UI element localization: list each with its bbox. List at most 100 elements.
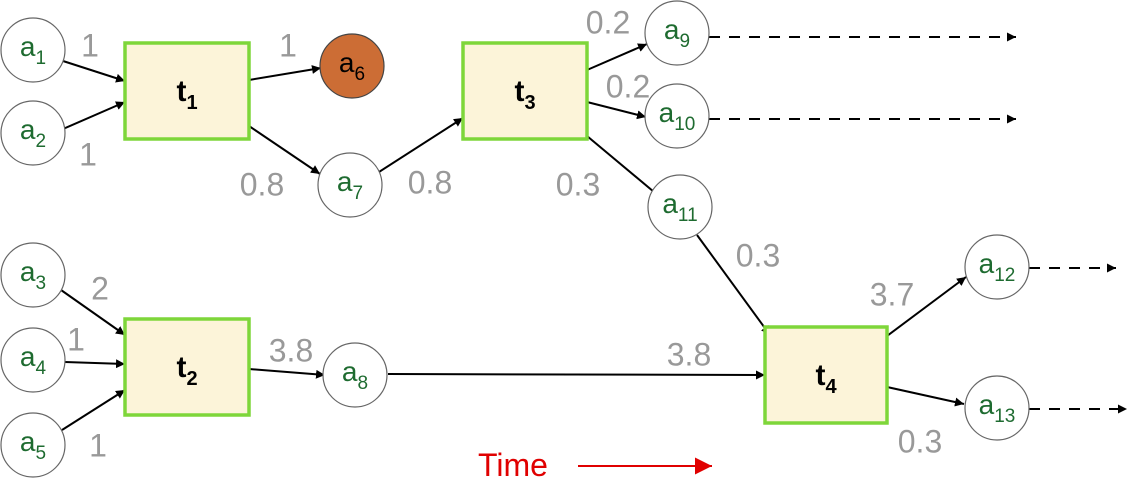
transaction-box-t3 xyxy=(461,41,589,141)
edge-t3-a10 xyxy=(586,101,647,120)
asset-node-a10 xyxy=(644,83,710,149)
asset-subscript: 4 xyxy=(36,358,47,379)
time-label: Time xyxy=(478,447,548,480)
asset-label-a11: a11 xyxy=(662,188,697,226)
weight-label-t1-a6: 1 xyxy=(279,27,297,63)
weight-label-t3-a9: 0.2 xyxy=(586,4,630,40)
asset-node-a5 xyxy=(0,412,66,478)
asset-label-a1: a1 xyxy=(20,31,46,69)
edge-t1-a6 xyxy=(248,65,322,81)
transaction-box-t4 xyxy=(763,325,889,425)
asset-label-a13: a13 xyxy=(979,389,1016,427)
transaction-letter: t xyxy=(176,75,186,108)
asset-subscript: 6 xyxy=(355,64,366,85)
weight-label-a4-t2: 1 xyxy=(67,321,85,357)
asset-label-a6: a6 xyxy=(339,47,365,85)
transaction-subscript: 2 xyxy=(186,368,197,390)
transaction-letter: t xyxy=(514,75,524,108)
asset-letter: a xyxy=(659,97,675,128)
transaction-subscript: 4 xyxy=(825,376,837,398)
asset-letter: a xyxy=(20,426,36,457)
asset-subscript: 9 xyxy=(680,31,691,52)
edge-a5-t2 xyxy=(61,389,126,431)
weight-label-a8-t4: 3.8 xyxy=(667,336,711,372)
edge-a1-t1 xyxy=(62,60,126,83)
asset-label-a5: a5 xyxy=(20,426,46,464)
asset-node-a3 xyxy=(0,242,66,308)
asset-node-a12 xyxy=(964,234,1030,300)
asset-node-a7 xyxy=(317,152,383,218)
asset-a10: a10 xyxy=(644,83,710,149)
transaction-label-t1: t1 xyxy=(176,75,197,114)
asset-letter: a xyxy=(662,188,678,219)
asset-letter: a xyxy=(20,114,36,145)
asset-subscript: 10 xyxy=(674,114,695,135)
edge-t4-a13 xyxy=(886,386,965,407)
asset-a4: a4 xyxy=(0,327,66,393)
asset-label-a9: a9 xyxy=(664,14,690,52)
transaction-subscript: 1 xyxy=(186,92,197,114)
asset-letter: a xyxy=(342,356,358,387)
weight-label-a3-t2: 2 xyxy=(91,270,109,306)
asset-a13: a13 xyxy=(964,375,1030,441)
weight-label-a2-t1: 1 xyxy=(79,136,97,172)
asset-label-a7: a7 xyxy=(337,166,363,204)
asset-a11: a11 xyxy=(647,174,713,240)
asset-a3: a3 xyxy=(0,242,66,308)
asset-label-a4: a4 xyxy=(20,341,47,379)
asset-letter: a xyxy=(979,248,995,279)
asset-a1: a1 xyxy=(0,17,66,83)
weight-label-t4-a13: 0.3 xyxy=(898,423,942,459)
asset-subscript: 11 xyxy=(678,205,698,226)
asset-a9: a9 xyxy=(644,0,710,66)
transaction-box-t1 xyxy=(123,41,251,141)
transaction-t2: t2 xyxy=(123,317,251,417)
asset-a8: a8 xyxy=(322,342,388,408)
asset-subscript: 5 xyxy=(36,443,47,464)
weight-label-a1-t1: 1 xyxy=(81,27,99,63)
asset-letter: a xyxy=(20,256,36,287)
asset-subscript: 2 xyxy=(36,131,47,152)
transaction-t1: t1 xyxy=(123,41,251,141)
asset-a5: a5 xyxy=(0,412,66,478)
weight-label-a7-t3: 0.8 xyxy=(408,164,452,200)
weight-label-t1-a7: 0.8 xyxy=(240,166,284,202)
transaction-label-t2: t2 xyxy=(176,351,197,390)
asset-letter: a xyxy=(664,14,680,45)
asset-label-a12: a12 xyxy=(979,248,1016,286)
asset-subscript: 1 xyxy=(36,48,47,69)
asset-a2: a2 xyxy=(0,100,66,166)
asset-node-a2 xyxy=(0,100,66,166)
asset-letter: a xyxy=(979,389,995,420)
edge-a7-t3 xyxy=(378,117,464,173)
asset-node-a8 xyxy=(322,342,388,408)
edge-a2-t1 xyxy=(62,101,126,130)
transaction-letter: t xyxy=(176,351,186,384)
edge-t3-a9 xyxy=(586,43,648,71)
asset-node-a6 xyxy=(319,33,385,99)
asset-a6: a6 xyxy=(319,33,385,99)
asset-node-a9 xyxy=(644,0,710,66)
asset-a7: a7 xyxy=(317,152,383,218)
asset-node-a11 xyxy=(647,174,713,240)
asset-letter: a xyxy=(337,166,353,197)
transaction-subscript: 3 xyxy=(524,92,535,114)
edge-a11-t4 xyxy=(696,234,771,336)
weight-label-t4-a12: 3.7 xyxy=(870,276,914,312)
asset-subscript: 7 xyxy=(353,183,364,204)
asset-node-a1 xyxy=(0,17,66,83)
edge-t2-a8 xyxy=(248,368,326,379)
edge-t4-a12 xyxy=(886,276,967,337)
edge-a4-t2 xyxy=(64,359,126,369)
weight-label-t3-a10: 0.2 xyxy=(606,68,650,104)
edge-t3-a11 xyxy=(586,135,661,198)
weight-label-t2-a8: 3.8 xyxy=(269,332,313,368)
edge-a8-t4 xyxy=(387,370,766,380)
transaction-box-t2 xyxy=(123,317,251,417)
transaction-t3: t3 xyxy=(461,41,589,141)
weight-label-t3-a11: 0.3 xyxy=(556,166,600,202)
asset-subscript: 12 xyxy=(994,265,1015,286)
weight-label-a11-t4: 0.3 xyxy=(736,237,780,273)
transaction-t4: t4 xyxy=(763,325,889,425)
asset-label-a8: a8 xyxy=(342,356,368,394)
